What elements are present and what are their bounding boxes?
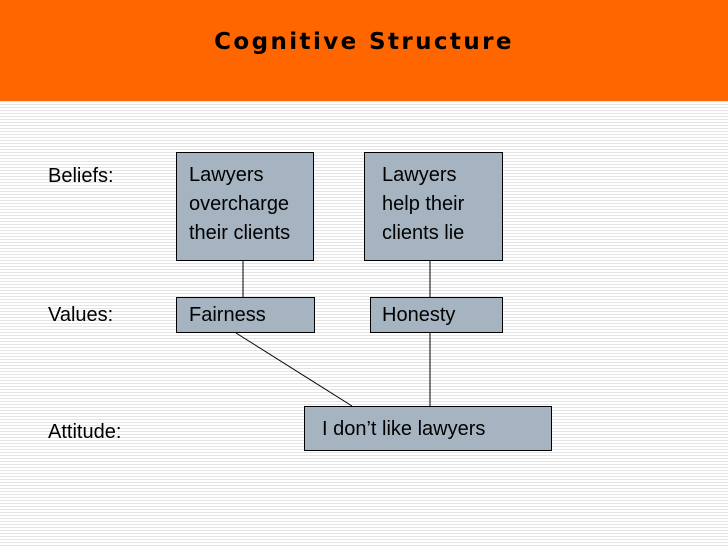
value-box-fairness-label: Fairness	[189, 304, 266, 326]
label-attitude: Attitude:	[48, 421, 122, 443]
value-box-fairness: Fairness	[176, 297, 315, 333]
belief-box-help-lie-line: clients lie	[382, 222, 465, 244]
connector-fairness-attitude	[235, 332, 353, 407]
attitude-box-label: I don’t like lawyers	[322, 418, 486, 440]
label-beliefs: Beliefs:	[48, 165, 114, 187]
belief-box-help-lie: Lawyers help their clients lie	[364, 152, 503, 261]
title-bar: Cognitive Structure	[0, 0, 728, 101]
belief-box-overcharge-line: Lawyers	[189, 164, 264, 186]
belief-box-overcharge: Lawyers overcharge their clients	[176, 152, 314, 261]
belief-box-help-lie-line: Lawyers	[382, 164, 457, 186]
attitude-box: I don’t like lawyers	[304, 406, 552, 451]
belief-box-overcharge-line: their clients	[189, 222, 291, 244]
value-box-honesty: Honesty	[370, 297, 503, 333]
belief-box-overcharge-line: overcharge	[189, 193, 290, 215]
slide-title: Cognitive Structure	[214, 29, 514, 55]
belief-box-help-lie-line: help their	[382, 193, 465, 215]
label-values: Values:	[48, 304, 114, 326]
value-box-honesty-label: Honesty	[382, 304, 456, 326]
